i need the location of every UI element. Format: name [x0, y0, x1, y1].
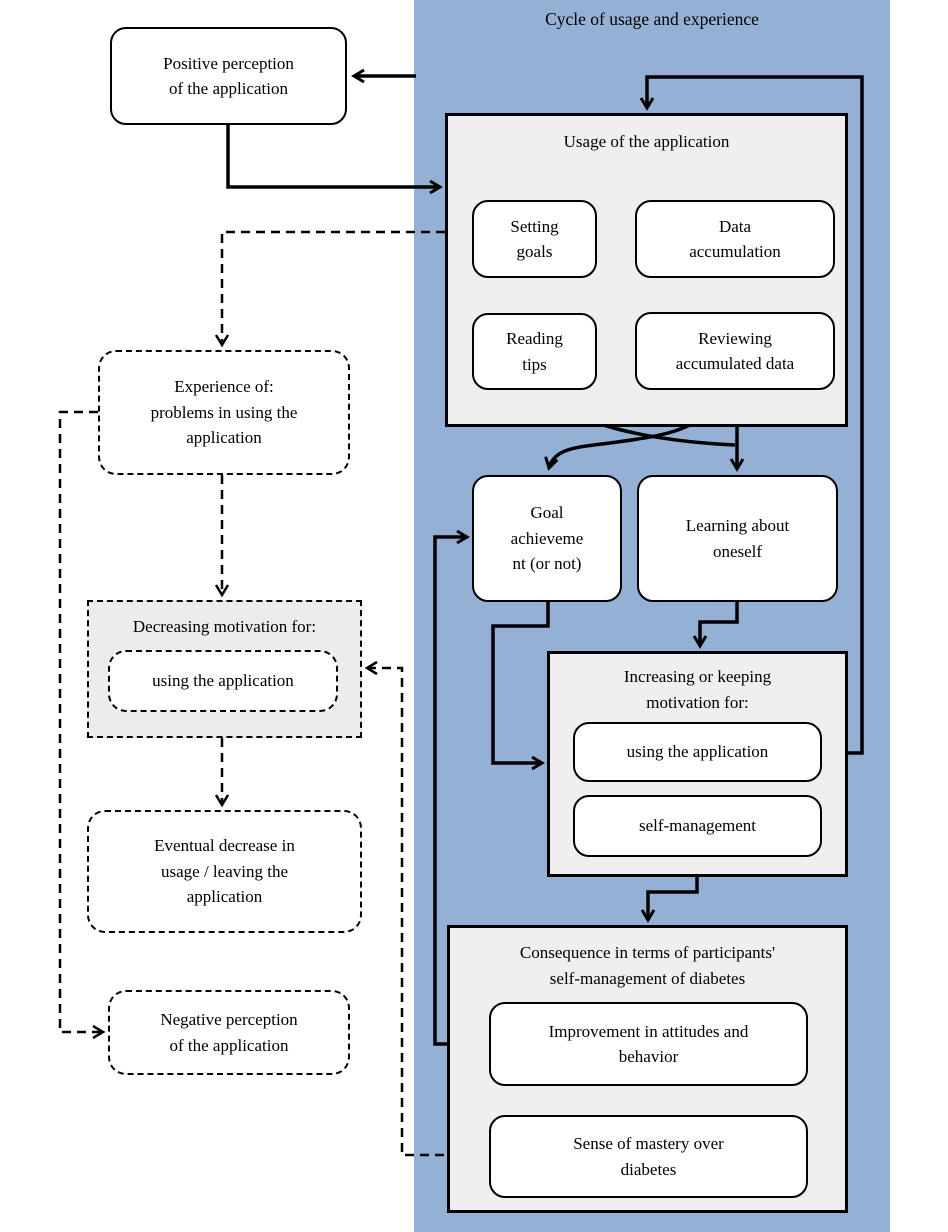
self-management-label: self-management: [638, 816, 757, 836]
positive-perception-label: Positive perception of the application: [163, 53, 294, 99]
decreasing-using-application-label: using the application: [152, 671, 294, 691]
improvement-attitudes-label: Improvement in attitudes and behavior: [548, 1021, 749, 1067]
experience-problems-box: Experience of: problems in using the app…: [98, 350, 350, 475]
reading-tips-box: Reading tips: [472, 313, 597, 390]
reading-tips-label: Reading tips: [506, 329, 563, 374]
increasing-motivation-title: Increasing or keeping motivation for:: [623, 667, 772, 712]
goal-achievement-box: Goal achieveme nt (or not): [472, 475, 622, 602]
dashed-mastery-to-decreasing: [364, 660, 489, 1157]
reviewing-data-box: Reviewing accumulated data: [635, 312, 835, 390]
eventual-decrease-box: Eventual decrease in usage / leaving the…: [87, 810, 362, 933]
negative-perception-label: Negative perception of the application: [160, 1010, 298, 1055]
arrow-positive-to-usage: [226, 125, 443, 195]
decreasing-motivation-title: Decreasing motivation for:: [132, 617, 317, 636]
learning-about-oneself-box: Learning about oneself: [637, 475, 838, 602]
increasing-using-application-box: using the application: [573, 722, 822, 782]
arrow-learning-to-increasing: [692, 602, 739, 649]
arrow-feedback-using-to-usage: [639, 75, 864, 755]
improvement-attitudes-box: Improvement in attitudes and behavior: [489, 1002, 808, 1086]
goal-achievement-label: Goal achieveme nt (or not): [510, 503, 584, 574]
setting-goals-label: Setting goals: [510, 216, 559, 262]
sense-of-mastery-box: Sense of mastery over diabetes: [489, 1115, 808, 1198]
decreasing-using-application-box: using the application: [108, 650, 338, 712]
reviewing-data-label: Reviewing accumulated data: [675, 328, 795, 374]
data-accumulation-box: Data accumulation: [635, 200, 835, 278]
data-accumulation-label: Data accumulation: [689, 216, 781, 262]
arrow-goal-to-increasing: [491, 602, 550, 771]
sense-of-mastery-label: Sense of mastery over diabetes: [573, 1134, 724, 1179]
consequence-title: Consequence in terms of participants' se…: [519, 943, 776, 988]
positive-perception-box: Positive perception of the application: [110, 27, 347, 125]
usage-group-title: Usage of the application: [563, 132, 730, 151]
increasing-using-application-label: using the application: [626, 742, 769, 762]
learning-about-oneself-label: Learning about oneself: [685, 516, 790, 561]
setting-goals-box: Setting goals: [472, 200, 597, 278]
negative-perception-box: Negative perception of the application: [108, 990, 350, 1075]
diagram-title: Cycle of usage and experience: [545, 9, 759, 29]
eventual-decrease-label: Eventual decrease in usage / leaving the…: [154, 836, 295, 907]
dashed-experience-to-negative: [58, 410, 106, 1040]
self-management-box: self-management: [573, 795, 822, 857]
experience-problems-label: Experience of: problems in using the app…: [150, 377, 298, 448]
dashed-usage-to-experience: [214, 230, 445, 348]
